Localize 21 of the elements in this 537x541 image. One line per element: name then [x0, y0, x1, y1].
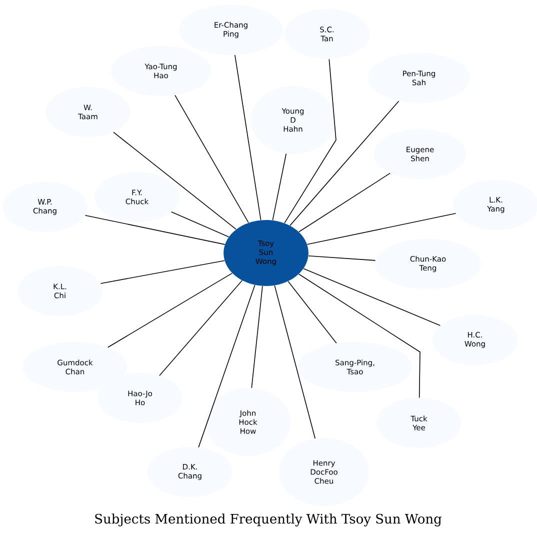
connector-line [84, 214, 226, 245]
connector-line [284, 58, 336, 224]
connector-line [274, 285, 316, 439]
connector-line [288, 280, 337, 344]
connector-line [198, 284, 256, 448]
connector-line [290, 100, 400, 226]
title: Subjects Mentioned Frequently With Tsoy Sun Wong [95, 514, 442, 526]
connector-line [272, 153, 287, 221]
connector-line [107, 272, 233, 348]
connector-line [170, 212, 230, 238]
connector-line [308, 255, 376, 261]
connector-line [298, 274, 420, 398]
connector-line [303, 268, 441, 326]
connector-line [251, 286, 263, 388]
connector-line [159, 280, 242, 376]
connector-line [234, 54, 262, 220]
connector-line [298, 172, 390, 232]
connector-line [306, 212, 456, 245]
connector-line [113, 132, 237, 230]
connector-line [174, 94, 249, 224]
connector-line [100, 260, 225, 284]
